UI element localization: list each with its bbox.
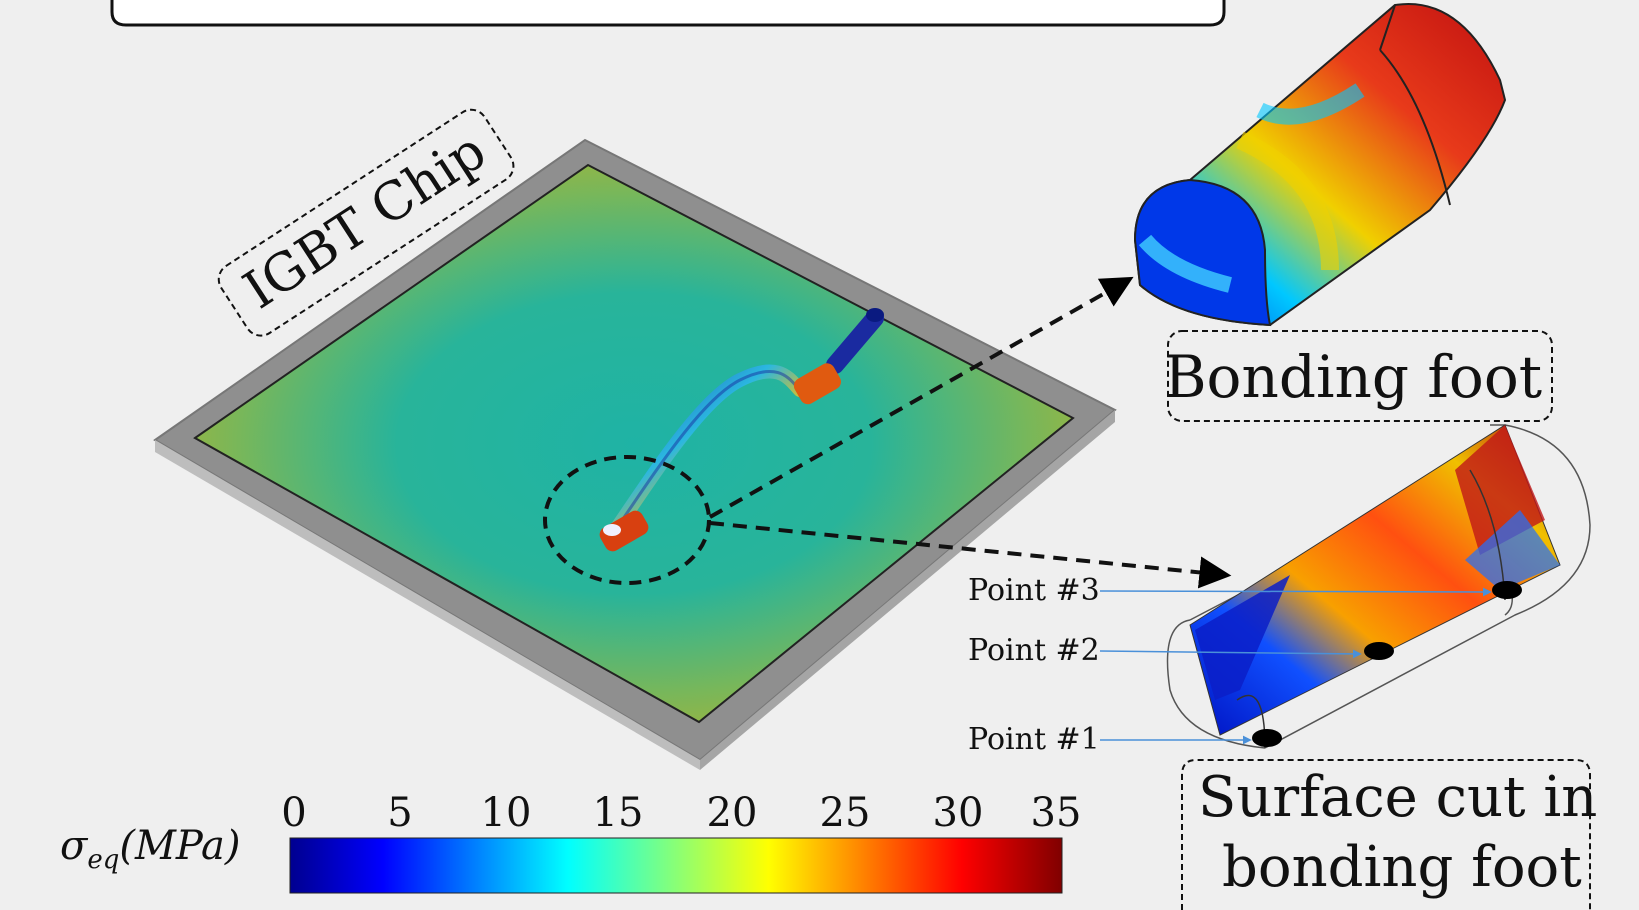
colorbar-tick-label: 5 — [387, 790, 413, 836]
point-3-label: Point #3 — [968, 573, 1100, 608]
bonding-foot-label-box — [1167, 330, 1553, 422]
foot-highlight-circle — [543, 455, 711, 585]
point-2-leader — [1099, 649, 1362, 659]
point-3-leader — [1099, 587, 1492, 597]
colorbar-tick-label: 10 — [480, 790, 532, 836]
surface-cut-label-line1: Surface cut in — [1198, 765, 1598, 830]
bonding-foot-render — [1133, 3, 1507, 327]
colorbar-tick-label: 35 — [1030, 790, 1082, 836]
colorbar-tick-label: 20 — [706, 790, 758, 836]
surface-cut-label-line2: bonding foot — [1222, 835, 1582, 900]
colorbar — [289, 837, 1063, 894]
colorbar-tick-label: 0 — [281, 790, 307, 836]
point-1-marker — [1252, 729, 1282, 747]
surface-cut-label-box — [1181, 759, 1591, 910]
chip-stress-field — [193, 163, 1075, 724]
point-2-marker — [1364, 642, 1394, 660]
arrow-to-bonding-foot — [709, 276, 1134, 519]
point-1-label: Point #1 — [968, 722, 1100, 757]
bonding-wire — [599, 308, 884, 552]
colorbar-tick-label: 15 — [592, 790, 644, 836]
point-2-label: Point #2 — [968, 633, 1100, 668]
arrow-to-surface-cut — [709, 521, 1232, 589]
colorbar-tick-label: 30 — [932, 790, 984, 836]
colorbar-tick-label: 25 — [819, 790, 871, 836]
top-frame — [110, 0, 1226, 27]
chip-label-box — [217, 108, 515, 337]
colorbar-label: σeq(MPa) — [60, 823, 241, 875]
surface-cut-render — [1166, 424, 1591, 749]
point-3-marker — [1492, 581, 1522, 599]
bonding-foot-label: Bonding foot — [1164, 343, 1542, 411]
